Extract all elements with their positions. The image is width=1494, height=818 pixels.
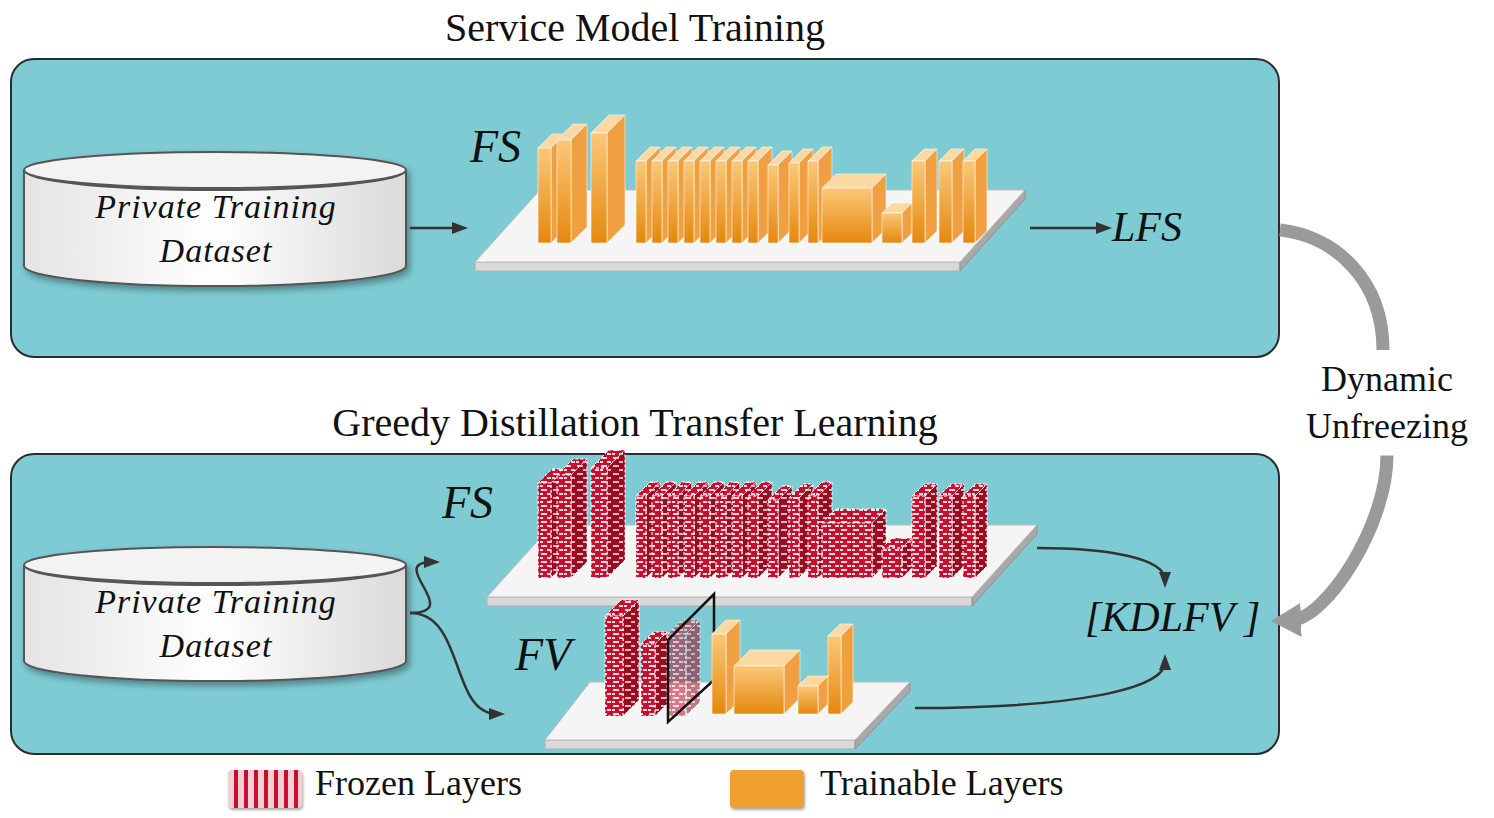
flow-arrow	[1037, 548, 1165, 580]
flow-arrow	[410, 562, 432, 613]
model-block: FS	[468, 118, 1030, 268]
loss-label: [KDLFV ]	[1085, 588, 1260, 647]
flow-arrow	[1030, 227, 1104, 230]
legend-text: Frozen Layers	[315, 762, 522, 804]
panel-heading: Service Model Training	[12, 4, 1258, 51]
flow-arrow	[410, 227, 460, 230]
model-block: FS	[440, 462, 1037, 605]
loss-label-box: [KDLFV ]	[1085, 588, 1269, 654]
legend-swatch	[228, 770, 302, 808]
flow-arrow	[915, 662, 1165, 708]
legend-swatch	[730, 770, 804, 808]
loss-label: LFS	[1112, 198, 1182, 257]
model-name: FS	[470, 120, 521, 173]
stage-panel: Greedy Distillation Transfer LearningPri…	[10, 453, 1280, 755]
edge-label: Dynamic Unfreezing	[1284, 356, 1490, 450]
model-block: FV	[505, 592, 915, 752]
loss-label-box: LFS	[1112, 198, 1212, 262]
model-name: FS	[442, 476, 493, 529]
dataset-label: Private Training Dataset	[66, 580, 366, 668]
model-name: FV	[515, 628, 571, 681]
freeze-boundary	[668, 594, 714, 722]
stage-panel: Service Model TrainingPrivate Training D…	[10, 58, 1280, 358]
legend-text: Trainable Layers	[820, 762, 1064, 804]
dataset-label: Private Training Dataset	[66, 185, 366, 273]
dataset-cylinder: Private Training Dataset	[22, 150, 410, 290]
flow-arrow	[410, 613, 497, 714]
panel-heading: Greedy Distillation Transfer Learning	[12, 399, 1258, 446]
dataset-cylinder: Private Training Dataset	[22, 545, 410, 685]
unfreeze-arrow	[1280, 230, 1387, 620]
